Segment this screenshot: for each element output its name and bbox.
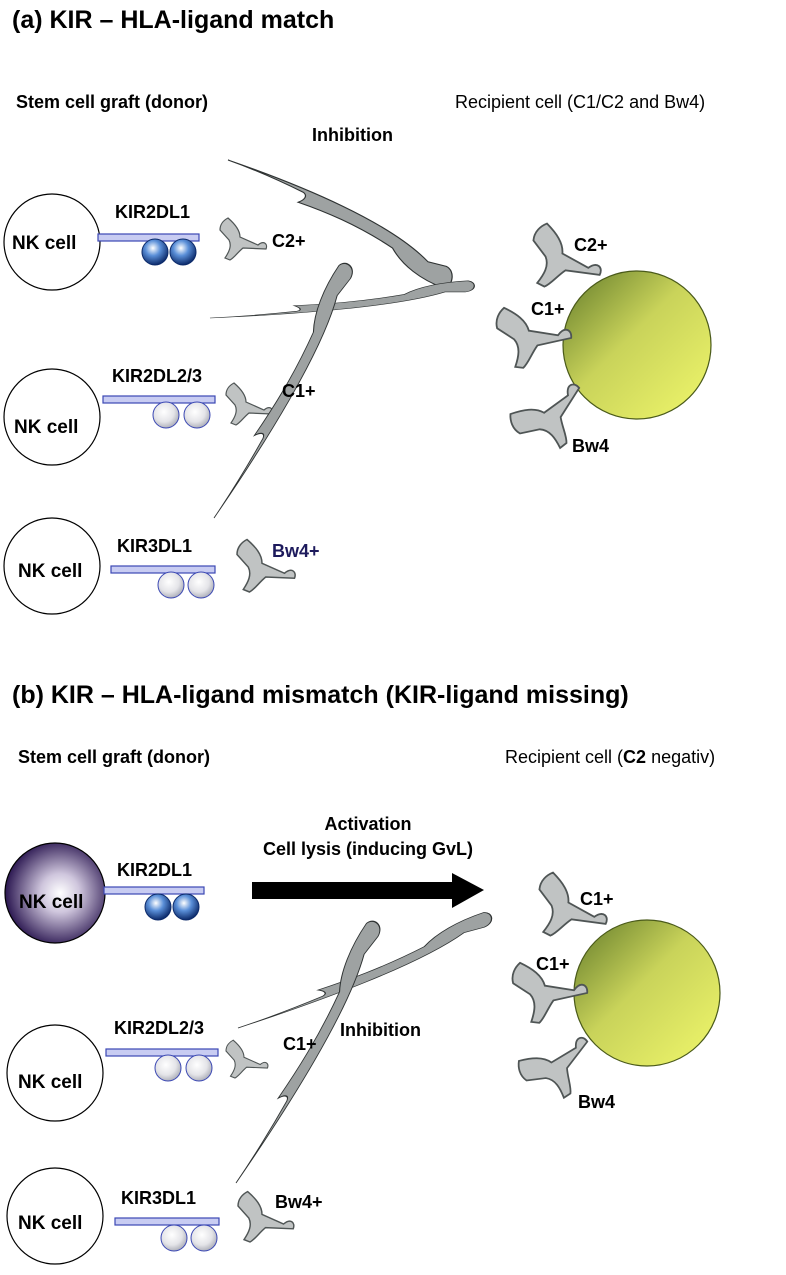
recipient-ligand-b-bw4-label: Bw4 <box>578 1092 616 1112</box>
recipient-ligand-a-bw4-label: Bw4 <box>572 436 610 456</box>
nk-cell-a2 <box>3 368 101 466</box>
nk-cell-b1-label: NK cell <box>19 892 84 913</box>
recipient-ligand-b-c1-top-label: C1+ <box>580 889 614 909</box>
receptor-a3-label: KIR3DL1 <box>117 536 193 556</box>
ligand-icon-a1 <box>219 217 268 261</box>
recipient-cell-b <box>573 919 721 1067</box>
receptor-bar-b3 <box>114 1217 220 1226</box>
panel-a-recipient-label: Recipient cell (C1/C2 and Bw4) <box>455 92 706 112</box>
panel-a-donor-label: Stem cell graft (donor) <box>16 92 209 112</box>
nk-cell-b3-label: NK cell <box>18 1213 83 1234</box>
panel-b-recipient-suffix: negativ) <box>646 747 716 767</box>
receptor-a2-label: KIR2DL2/3 <box>112 366 203 386</box>
receptor-b3-label: KIR3DL1 <box>121 1188 197 1208</box>
nk-cell-a1-label: NK cell <box>12 233 77 254</box>
receptor-domain-b3-2 <box>190 1224 218 1252</box>
panel-b-recipient-prefix: Recipient cell ( <box>505 747 624 767</box>
donor-ligand-b2-label: C1+ <box>283 1034 317 1054</box>
inhibition-arrow-a3 <box>168 259 389 519</box>
panel-b-title: (b) KIR – HLA-ligand mismatch (KIR-ligan… <box>12 681 629 709</box>
receptor-domain-a3-2 <box>187 571 215 599</box>
receptor-domain-b1-1 <box>144 893 172 921</box>
recipient-ligand-a-c2 <box>528 221 606 293</box>
activation-label: Activation <box>324 814 412 834</box>
receptor-domain-b2-2 <box>185 1054 213 1082</box>
panel-b-recipient-label: Recipient cell (C2 negativ) <box>505 748 715 766</box>
nk-cell-a1 <box>3 193 101 291</box>
receptor-bar-a2 <box>102 395 216 404</box>
donor-ligand-a2-label: C1+ <box>282 381 316 401</box>
receptor-domain-a3-1 <box>157 571 185 599</box>
panel-b-recipient-bold: C2 <box>623 747 647 767</box>
nk-cell-b2-label: NK cell <box>18 1072 83 1093</box>
nk-cell-a3-label: NK cell <box>18 561 83 582</box>
receptor-a1-label: KIR2DL1 <box>115 202 191 222</box>
donor-ligand-a1-label: C2+ <box>272 231 306 251</box>
recipient-ligand-b-c1-label: C1+ <box>536 954 570 974</box>
panel-b-donor-label: Stem cell graft (donor) <box>18 747 211 767</box>
recipient-cell-a <box>562 270 712 420</box>
recipient-ligand-a-c1-label: C1+ <box>531 299 565 319</box>
receptor-domain-b2-1 <box>154 1054 182 1082</box>
receptor-domain-b1-2 <box>172 893 200 921</box>
donor-ligand-a3-label: Bw4+ <box>272 541 320 561</box>
receptor-domain-a1-2 <box>169 238 197 266</box>
nk-cell-b3 <box>6 1167 104 1265</box>
ligand-icon-b2 <box>225 1039 269 1079</box>
receptor-bar-a3 <box>110 565 216 574</box>
nk-cell-b2 <box>6 1024 104 1122</box>
receptor-bar-b1 <box>103 886 205 895</box>
receptor-b2-label: KIR2DL2/3 <box>114 1018 205 1038</box>
nk-cell-a2-label: NK cell <box>14 417 79 438</box>
receptor-domain-a2-1 <box>152 401 180 429</box>
panel-a-inhibition-label: Inhibition <box>312 125 393 145</box>
panel-a-title: (a) KIR – HLA-ligand match <box>12 6 335 34</box>
nk-cell-a3 <box>3 517 101 615</box>
receptor-b1-label: KIR2DL1 <box>117 860 193 880</box>
receptor-domain-a1-1 <box>141 238 169 266</box>
panel-b-inhibition-label: Inhibition <box>340 1020 421 1040</box>
receptor-domain-a2-2 <box>183 401 211 429</box>
activation-arrow-head <box>452 873 484 908</box>
receptor-domain-b3-1 <box>160 1224 188 1252</box>
cell-lysis-label: Cell lysis (inducing GvL) <box>262 839 474 859</box>
recipient-ligand-a-c2-label: C2+ <box>574 235 608 255</box>
donor-ligand-b3-label: Bw4+ <box>275 1192 323 1212</box>
activation-arrow-shaft <box>252 882 454 899</box>
